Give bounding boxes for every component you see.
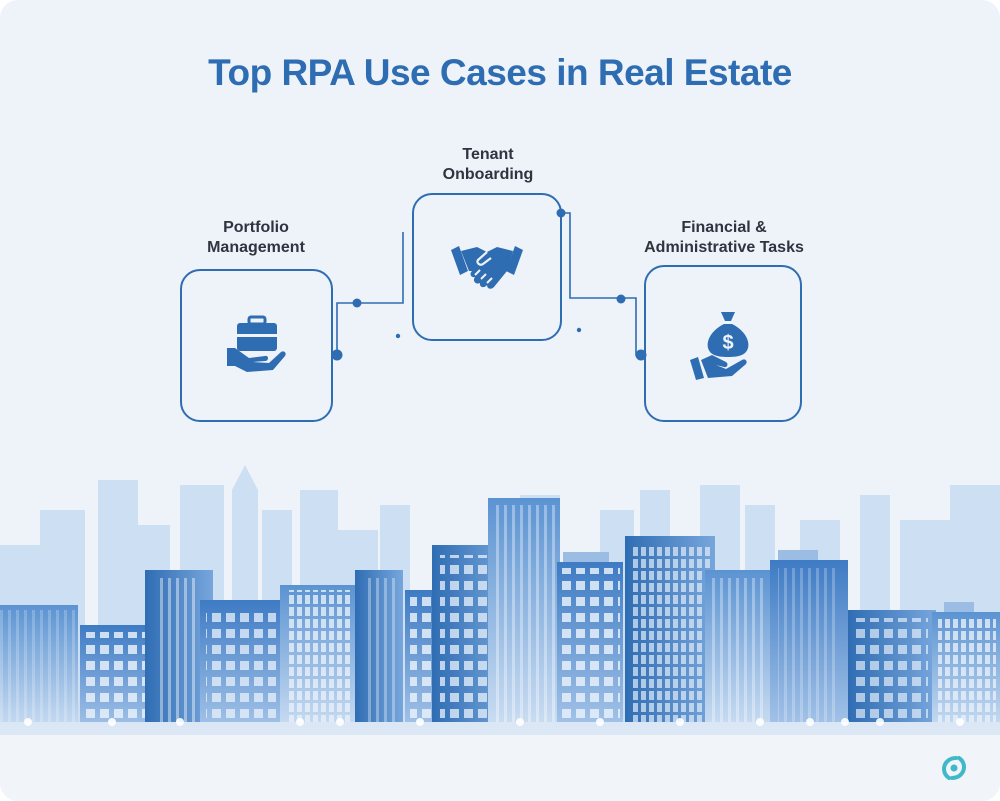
- use-case-label-line: Portfolio: [223, 219, 289, 236]
- handshake-icon: [451, 246, 523, 289]
- use-case-card-portfolio: [180, 269, 333, 422]
- footer-strip: [0, 735, 1000, 801]
- use-case-label-line: Tenant: [462, 146, 514, 163]
- city-skyline-illustration: [0, 465, 1000, 740]
- svg-text:$: $: [722, 332, 733, 354]
- money-bag-hand-icon: $: [690, 311, 749, 380]
- use-case-label-line: Financial &: [681, 219, 767, 236]
- use-case-label-line: Administrative Tasks: [644, 239, 804, 256]
- briefcase-hand-icon: [226, 315, 286, 372]
- connector-lines: [331, 208, 647, 361]
- use-case-label-financial: Financial & Administrative Tasks: [614, 218, 834, 258]
- use-case-card-tenant: [412, 193, 562, 341]
- use-case-label-tenant: Tenant Onboarding: [378, 145, 598, 185]
- use-case-label-portfolio: Portfolio Management: [146, 218, 366, 258]
- use-case-label-line: Onboarding: [442, 166, 534, 183]
- use-case-label-line: Management: [207, 239, 305, 256]
- use-case-card-financial: $: [644, 265, 802, 422]
- brand-logo-icon: [941, 756, 967, 780]
- page-title: Top RPA Use Cases in Real Estate: [208, 52, 792, 93]
